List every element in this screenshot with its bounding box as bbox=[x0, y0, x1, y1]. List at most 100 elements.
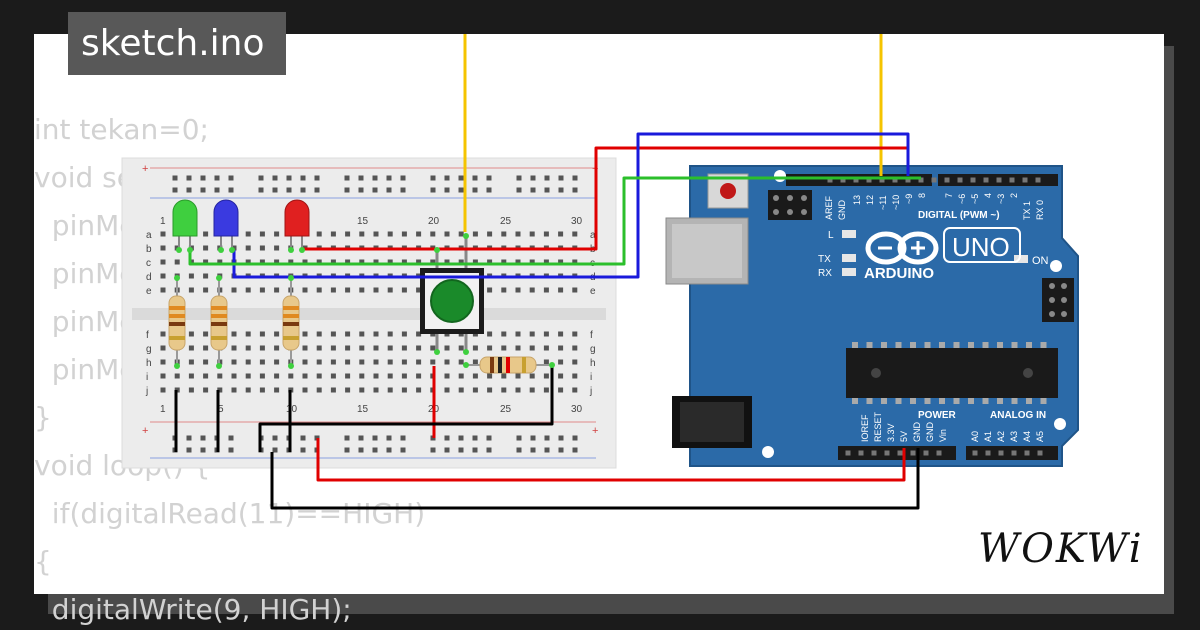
code-line: if(digitalRead(11)==HIGH) bbox=[34, 497, 426, 530]
column-number: 15 bbox=[357, 216, 369, 227]
breadboard-hole bbox=[401, 287, 407, 293]
breadboard-hole bbox=[572, 373, 578, 379]
breadboard-hole bbox=[373, 331, 379, 337]
breadboard-hole bbox=[245, 359, 251, 365]
breadboard-hole bbox=[416, 373, 422, 379]
column-number: 30 bbox=[571, 404, 583, 415]
breadboard[interactable]: + + + + 1 5 10 15 20 25 30 1 5 10 15 20 … bbox=[121, 157, 617, 469]
breadboard-hole bbox=[344, 187, 350, 193]
breadboard-hole bbox=[516, 447, 522, 453]
breadboard-hole bbox=[203, 345, 209, 351]
breadboard-hole bbox=[401, 259, 407, 265]
chip-pin bbox=[1040, 342, 1047, 348]
breadboard-hole bbox=[358, 175, 364, 181]
breadboard-hole bbox=[472, 187, 478, 193]
chip-pin bbox=[953, 342, 960, 348]
breadboard-hole bbox=[516, 435, 522, 441]
breadboard-hole bbox=[228, 435, 234, 441]
breadboard-hole bbox=[302, 287, 308, 293]
breadboard-hole bbox=[472, 231, 478, 237]
breadboard-hole bbox=[472, 373, 478, 379]
led-on-label: ON bbox=[1032, 255, 1049, 267]
pin-label: ~11 bbox=[878, 195, 888, 210]
breadboard-hole bbox=[416, 331, 422, 337]
chip-pin bbox=[866, 398, 873, 404]
row-letter: c bbox=[146, 258, 151, 269]
led-rx-label: RX bbox=[818, 268, 832, 279]
led-blue[interactable] bbox=[213, 199, 239, 250]
column-number: 5 bbox=[218, 404, 224, 415]
breadboard-hole bbox=[200, 435, 206, 441]
chip-pin bbox=[997, 398, 1003, 404]
breadboard-hole bbox=[416, 231, 422, 237]
breadboard-hole bbox=[544, 175, 550, 181]
pin-label: TX 1 bbox=[1022, 201, 1032, 220]
breadboard-hole bbox=[486, 447, 492, 453]
pin-label: ~6 bbox=[957, 194, 967, 204]
breadboard-hole bbox=[160, 345, 166, 351]
breadboard-hole bbox=[558, 175, 564, 181]
arduino-uno-board[interactable]: AREF GND 13 12 ~11 ~10 ~9 8 7 ~6 ~5 4 ~3… bbox=[665, 165, 1079, 467]
pin-label: 12 bbox=[865, 195, 875, 205]
breadboard-hole bbox=[316, 231, 322, 237]
breadboard-hole bbox=[188, 359, 194, 365]
header-pins bbox=[827, 177, 1043, 456]
pin-label: 2 bbox=[1009, 193, 1019, 198]
chip-pin bbox=[1040, 398, 1047, 404]
pin-label: RX 0 bbox=[1035, 200, 1045, 220]
pushbutton-cap[interactable] bbox=[430, 279, 474, 323]
chip-pin bbox=[895, 342, 902, 348]
breadboard-hole bbox=[300, 175, 306, 181]
breadboard-hole bbox=[200, 187, 206, 193]
resistor-blue-led[interactable] bbox=[210, 278, 228, 366]
breadboard-hole bbox=[203, 387, 209, 393]
breadboard-channel bbox=[132, 308, 606, 320]
row-letter: h bbox=[146, 358, 152, 369]
breadboard-hole bbox=[416, 345, 422, 351]
led-red[interactable] bbox=[284, 199, 310, 250]
chip-pin bbox=[852, 342, 858, 348]
breadboard-hole bbox=[330, 259, 336, 265]
chip-pin bbox=[939, 398, 945, 404]
reset-button-cap[interactable] bbox=[720, 183, 736, 199]
header-pin bbox=[897, 450, 903, 456]
breadboard-hole bbox=[400, 187, 406, 193]
breadboard-hole bbox=[487, 345, 493, 351]
breadboard-hole bbox=[373, 259, 379, 265]
row-letter: e bbox=[590, 286, 596, 297]
pin-label: ~3 bbox=[996, 194, 1006, 204]
breadboard-hole bbox=[314, 187, 320, 193]
breadboard-hole bbox=[444, 231, 450, 237]
pin-label: 3.3V bbox=[886, 423, 896, 442]
breadboard-hole bbox=[401, 359, 407, 365]
code-line: { bbox=[34, 545, 52, 578]
breadboard-hole bbox=[416, 387, 422, 393]
header-pin bbox=[892, 177, 898, 183]
row-letter: g bbox=[590, 344, 596, 355]
breadboard-hole bbox=[300, 435, 306, 441]
breadboard-hole bbox=[259, 387, 265, 393]
resistor-green-led[interactable] bbox=[168, 278, 186, 366]
breadboard-hole bbox=[245, 387, 251, 393]
column-number: 10 bbox=[286, 404, 298, 415]
breadboard-hole bbox=[487, 287, 493, 293]
breadboard-hole bbox=[401, 387, 407, 393]
digital-label: DIGITAL (PWM ~) bbox=[918, 210, 1000, 221]
pushbutton[interactable] bbox=[420, 236, 484, 352]
breadboard-hole bbox=[160, 273, 166, 279]
breadboard-hole bbox=[203, 287, 209, 293]
resistor-red-led[interactable] bbox=[282, 278, 300, 366]
breadboard-hole bbox=[231, 387, 237, 393]
power-header bbox=[838, 446, 956, 460]
breadboard-hole bbox=[430, 231, 436, 237]
header-pin bbox=[972, 450, 978, 456]
breadboard-hole bbox=[345, 387, 351, 393]
breadboard-hole bbox=[272, 175, 278, 181]
code-line: int tekan=0; bbox=[34, 113, 209, 146]
breadboard-hole bbox=[345, 287, 351, 293]
resistor-button[interactable] bbox=[466, 356, 552, 374]
breadboard-hole bbox=[359, 287, 365, 293]
breadboard-hole bbox=[501, 231, 507, 237]
led-green[interactable] bbox=[172, 199, 198, 250]
